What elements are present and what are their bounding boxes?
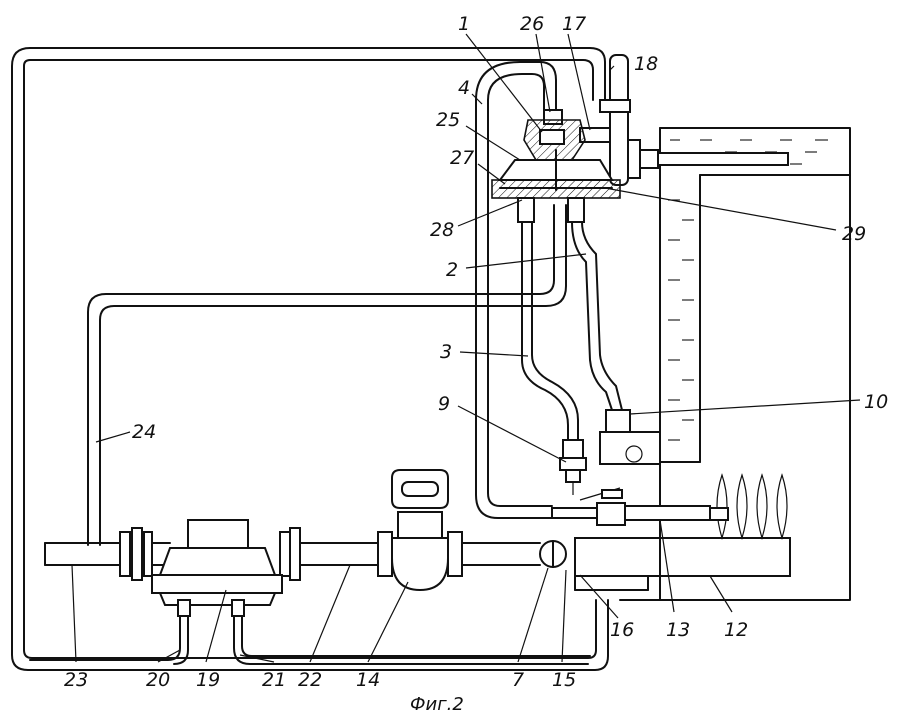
label-17: 17 (562, 13, 586, 35)
label-2: 2 (446, 259, 458, 281)
pipe-20 (29, 615, 189, 665)
label-10: 10 (864, 391, 888, 413)
water-hatching (668, 139, 828, 441)
label-24: 24 (132, 421, 156, 443)
pipe-21 (233, 615, 591, 665)
fitting-9 (559, 439, 587, 495)
control-valve-1 (491, 109, 621, 223)
label-15: 15 (552, 669, 576, 691)
thermostat-18 (579, 54, 789, 186)
label-20: 20 (146, 669, 170, 691)
leader-lines (71, 33, 861, 663)
label-28: 28 (430, 219, 454, 241)
figure-caption: Фиг.2 (410, 694, 464, 715)
label-27: 27 (450, 147, 474, 169)
pilot-assembly-13 (551, 487, 729, 526)
pipe-24 (87, 204, 567, 546)
label-19: 19 (196, 669, 220, 691)
flange-right (279, 527, 301, 581)
boiler (619, 127, 851, 601)
burner-12 (574, 537, 791, 591)
outer-loop-pipe (11, 47, 609, 671)
pipe-2 (571, 221, 623, 411)
label-12: 12 (724, 619, 748, 641)
meter-14 (377, 469, 463, 592)
label-13: 13 (666, 619, 690, 641)
label-23: 23 (64, 669, 88, 691)
label-25: 25 (436, 109, 460, 131)
label-1: 1 (458, 13, 470, 35)
main-line-22 (44, 542, 541, 566)
label-18: 18 (634, 53, 658, 75)
fitting-10 (599, 409, 661, 465)
pipe-3 (521, 221, 579, 441)
label-29: 29 (842, 223, 866, 245)
valve-7 (539, 540, 567, 568)
pipe-4 (475, 61, 557, 519)
label-7: 7 (512, 669, 524, 691)
label-3: 3 (440, 341, 452, 363)
label-9: 9 (438, 393, 450, 415)
part-labels: 1 26 17 18 4 25 27 28 29 2 3 9 10 24 23 … (64, 13, 888, 691)
label-14: 14 (356, 669, 380, 691)
label-16: 16 (610, 619, 634, 641)
label-22: 22 (298, 669, 322, 691)
burner-flames (716, 473, 788, 541)
label-26: 26 (520, 13, 544, 35)
label-4: 4 (458, 77, 470, 99)
regulator-19 (151, 519, 283, 617)
label-21: 21 (262, 669, 286, 691)
flange-left (119, 527, 153, 581)
